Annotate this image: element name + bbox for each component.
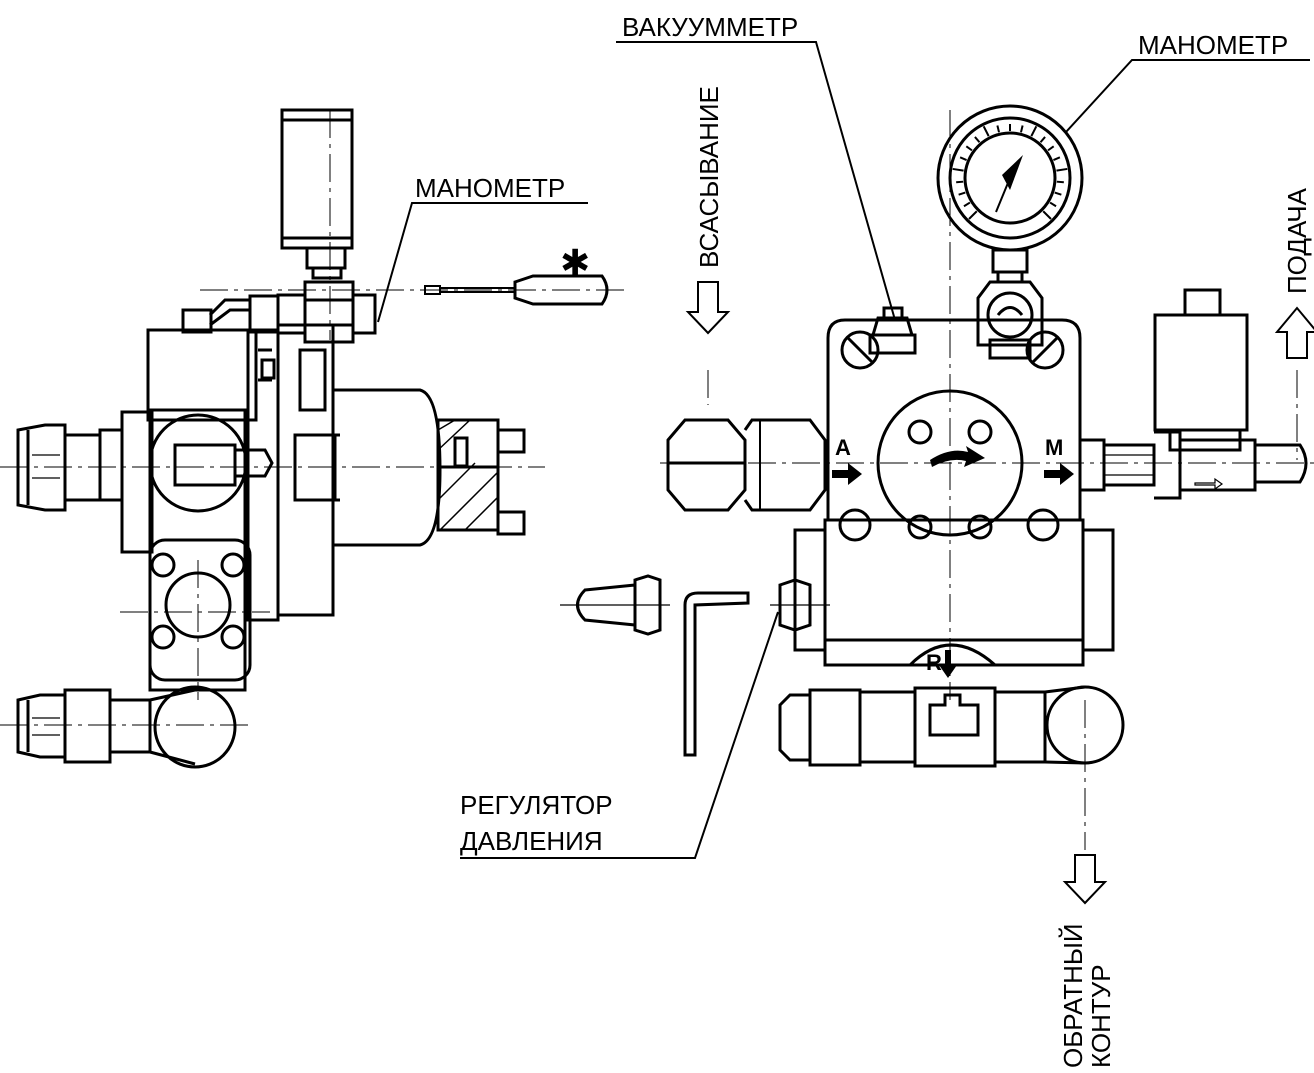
gauge-tick	[1042, 210, 1052, 220]
delivery-flow-arrow-icon	[1274, 306, 1314, 359]
gauge-tick	[1039, 136, 1046, 143]
tee-fitting	[181, 280, 377, 344]
screwdriver-icon	[424, 274, 609, 306]
manometer-right-label: МАНОМЕТР	[1138, 30, 1288, 60]
regulator-cap-icon	[560, 574, 670, 636]
port-m-arrow-icon	[1044, 463, 1074, 485]
suction-label: ВСАСЫВАНИЕ	[694, 86, 724, 268]
delivery-label: ПОДАЧА	[1282, 187, 1312, 294]
right-manometer-leader	[1065, 59, 1310, 133]
gauge-tick	[965, 145, 973, 152]
return-flow-arrow-icon	[1062, 854, 1108, 905]
gauge-tick	[952, 167, 964, 172]
gauge-tick	[958, 191, 966, 196]
gauge-tick	[968, 210, 978, 220]
gauge-tick	[956, 180, 964, 184]
gauge-tick	[1030, 125, 1038, 137]
solenoid-coil	[146, 328, 276, 422]
gauge-tick	[1056, 167, 1068, 172]
suction-flow-arrow-icon	[685, 281, 731, 335]
right-front-view	[460, 41, 1314, 905]
return-pipe-assembly	[778, 643, 1125, 768]
gauge-tick	[996, 125, 1001, 133]
side-gauge-icon	[280, 108, 354, 280]
left-manometer-leader	[377, 202, 588, 323]
port-a-label: A	[835, 435, 851, 460]
regulator-leader	[460, 611, 779, 859]
side-elbow-fitting	[148, 413, 274, 513]
gauge-tick	[1047, 145, 1055, 152]
manometer-left-label: МАНОМЕТР	[415, 173, 565, 203]
allen-key-icon	[683, 591, 750, 757]
gauge-tick	[1049, 201, 1057, 208]
shaft-coupling	[436, 418, 526, 536]
left-upper-connector	[16, 423, 102, 512]
gauge-tick	[1019, 125, 1024, 133]
port-a-arrow-icon	[832, 463, 862, 485]
suction-fitting	[666, 418, 827, 512]
port-r-label: R	[926, 650, 942, 675]
gauge-tick	[982, 125, 990, 137]
manometer-gauge-icon	[936, 104, 1084, 360]
vacuum-gauge-plug	[868, 306, 917, 355]
return-label-line1: ОБРАТНЫЙ	[1058, 923, 1088, 1068]
gauge-tick	[1053, 156, 1061, 161]
vacuum-gauge-leader	[616, 41, 896, 321]
rotation-arrow-icon	[930, 446, 985, 467]
asterisk-mark: ✱	[560, 242, 590, 283]
left-lower-connector	[16, 685, 237, 769]
port-m-label: M	[1045, 435, 1063, 460]
cover-screw-icons	[840, 330, 1065, 370]
outlet-solenoid-valve	[1078, 288, 1308, 500]
pressure-regulator-label-line1: РЕГУЛЯТОР	[460, 790, 613, 820]
left-side-view	[0, 108, 630, 769]
gauge-tick	[959, 156, 967, 161]
pressure-regulator-nut	[770, 578, 830, 632]
gauge-tick	[1054, 191, 1062, 196]
gauge-tick	[1056, 180, 1064, 184]
pressure-regulator-label-line2: ДАВЛЕНИЯ	[460, 826, 603, 856]
return-label-line2: КОНТУР	[1086, 964, 1116, 1068]
gauge-tick	[974, 136, 981, 143]
gauge-tick	[963, 201, 971, 208]
vacuum-gauge-label: ВАКУУММЕТР	[622, 12, 798, 42]
